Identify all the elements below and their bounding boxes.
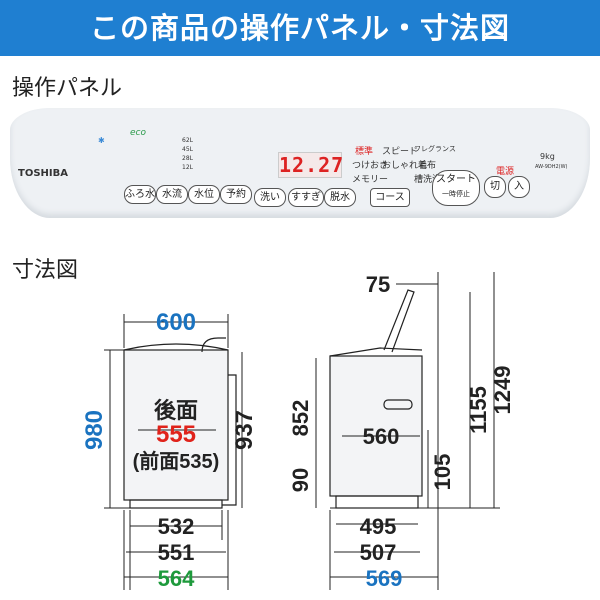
base-551-label: 551 xyxy=(158,540,195,565)
capacity-label: 9kg xyxy=(540,152,555,161)
h105-label: 105 xyxy=(430,454,455,491)
side-base xyxy=(335,495,419,509)
d495-label: 495 xyxy=(360,514,397,539)
yoyaku-button[interactable]: 予約 xyxy=(220,185,252,204)
model-label: AW-9DH2(W) xyxy=(535,164,568,170)
brand-logo: TOSHIBA xyxy=(18,168,68,179)
suiryu-button[interactable]: 水流 xyxy=(156,185,188,204)
furomizu-button[interactable]: ふろ水 xyxy=(124,185,156,204)
course-standard-label: 標準 xyxy=(355,147,374,157)
course-memory-label: メモリー xyxy=(352,175,389,185)
page-title: この商品の操作パネル・寸法図 xyxy=(89,11,510,45)
front-base xyxy=(129,499,223,509)
d569-label: 569 xyxy=(366,566,403,591)
front-hose xyxy=(201,337,226,353)
start-button[interactable]: スタート 一時停止 xyxy=(432,170,480,206)
side-dim-labels: 75 560 852 90 105 1155 1249 495 507 569 xyxy=(288,272,515,591)
page-title-banner: この商品の操作パネル・寸法図 xyxy=(0,0,600,56)
side-body xyxy=(329,355,423,497)
course-fragrance-label: フレグランス xyxy=(414,145,456,153)
power-on-button[interactable]: 入 xyxy=(508,176,530,198)
side-dim-lines xyxy=(315,272,500,590)
power-label: 電源 xyxy=(496,167,515,177)
height-label: 980 xyxy=(81,410,108,450)
course-speed-label: スピード xyxy=(382,147,419,157)
depth-back-label: 555 xyxy=(156,421,196,448)
side-lid xyxy=(383,289,415,353)
eco-label: eco xyxy=(130,128,146,138)
susugi-button[interactable]: すすぎ xyxy=(288,188,324,207)
water-level-list: 62L 45L 28L 12L xyxy=(182,136,193,172)
arai-button[interactable]: 洗い xyxy=(254,188,286,207)
side-top xyxy=(329,347,423,357)
pause-label: 一時停止 xyxy=(442,190,470,198)
front-top xyxy=(123,343,229,351)
suii-button[interactable]: 水位 xyxy=(188,185,220,204)
side-handle xyxy=(383,399,413,410)
depth-560-label: 560 xyxy=(363,424,400,449)
h852-label: 852 xyxy=(288,400,313,437)
start-label: スタート xyxy=(436,174,476,185)
water-level: 62L xyxy=(182,137,193,144)
water-level: 28L xyxy=(182,155,193,162)
course-button[interactable]: コース xyxy=(370,188,410,207)
h1155-label: 1155 xyxy=(466,386,491,434)
side-view xyxy=(329,289,423,509)
control-panel-image: TOSHIBA ✱ eco 62L 45L 28L 12L ふろ水 水流 水位 … xyxy=(10,108,590,218)
dassui-button[interactable]: 脱水 xyxy=(324,188,356,207)
water-level: 12L xyxy=(182,164,193,171)
panel-section-heading: 操作パネル xyxy=(12,76,123,101)
depth-title: 後面 xyxy=(154,398,198,423)
power-off-button[interactable]: 切 xyxy=(484,176,506,198)
width-label: 600 xyxy=(156,309,196,336)
h1249-label: 1249 xyxy=(490,366,515,415)
water-level: 45L xyxy=(182,146,193,153)
front-view xyxy=(123,337,237,509)
depth-front-label: (前面535) xyxy=(133,449,220,473)
course-tsukeoki-label: つけおき xyxy=(352,161,389,171)
sparkle-icon: ✱ xyxy=(98,136,105,145)
course-oshare-label: おしゃれ着 xyxy=(382,161,428,171)
inner-height-label: 937 xyxy=(231,410,258,450)
front-dim-lines xyxy=(104,314,243,590)
lid-offset-label: 75 xyxy=(366,272,390,297)
time-display: 12.27 xyxy=(278,152,345,178)
base-532-label: 532 xyxy=(158,514,195,539)
d507-label: 507 xyxy=(360,540,397,565)
front-drain-hose xyxy=(222,374,237,506)
course-kurumi-label: 槽洗浄 xyxy=(414,175,442,185)
dims-section-heading: 寸法図 xyxy=(12,258,79,283)
front-body xyxy=(123,349,229,501)
course-moufu-label: 毛布 xyxy=(418,161,437,171)
h90-label: 90 xyxy=(288,468,313,492)
front-dim-labels: 600 980 後面 555 (前面535) 937 532 551 564 xyxy=(81,309,258,591)
base-564-label: 564 xyxy=(158,566,195,591)
